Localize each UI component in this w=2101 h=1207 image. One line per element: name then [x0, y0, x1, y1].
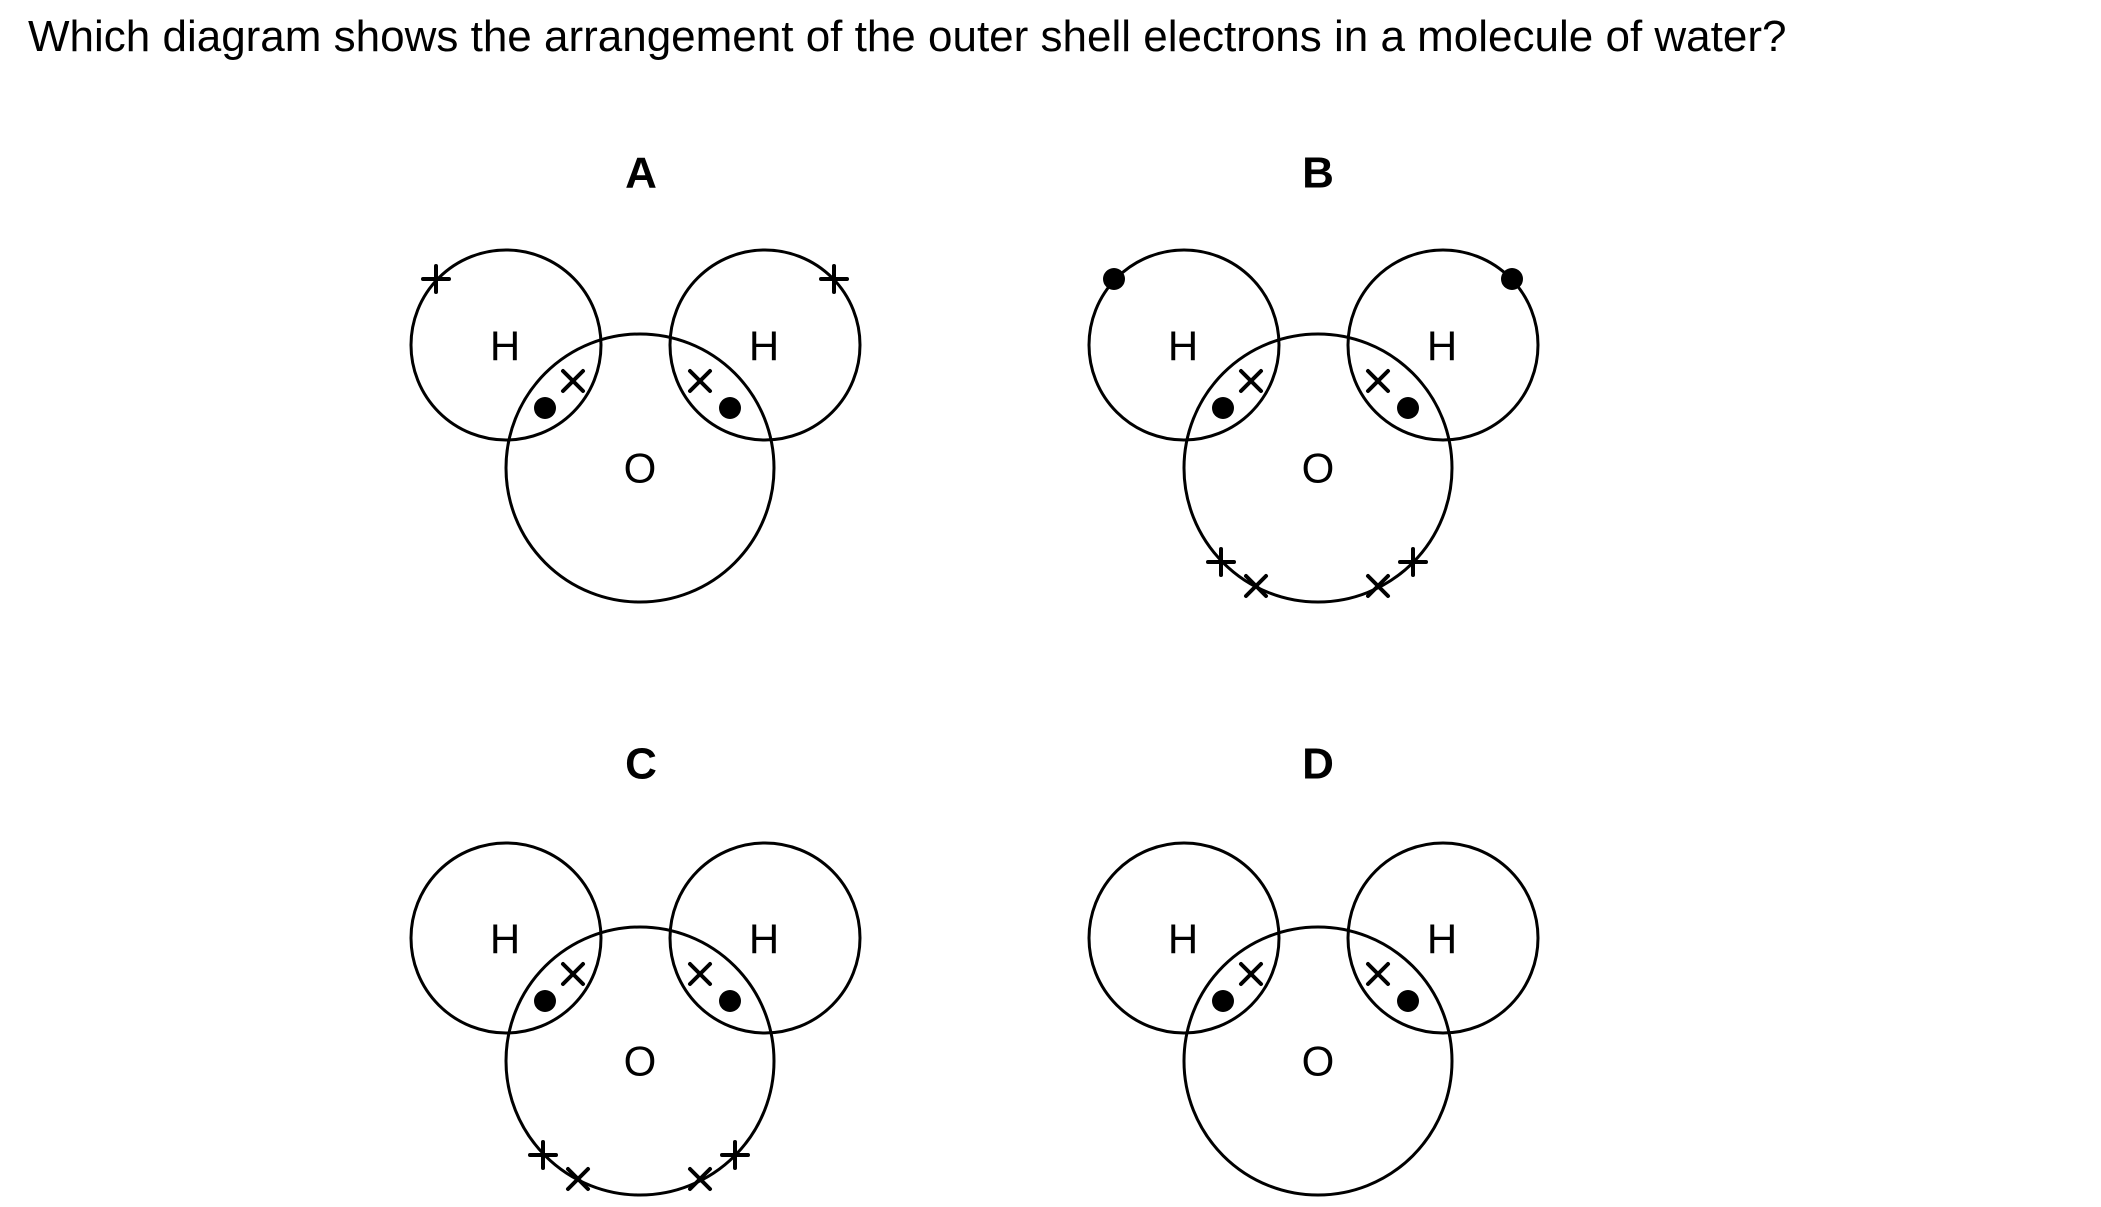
diagram-option-a: A H H O: [409, 149, 862, 604]
bonding-electron-cross: [1366, 962, 1390, 986]
hydrogen-shell-left: [1087, 248, 1281, 442]
bonding-electron-cross: [688, 369, 712, 393]
hydrogen-label-left: H: [490, 916, 520, 963]
question-text: Which diagram shows the arrangement of t…: [28, 12, 1787, 61]
bonding-electron-dot: [719, 990, 741, 1012]
hydrogen-label-right: H: [749, 323, 779, 370]
hydrogen-shell-left: [409, 248, 603, 442]
hydrogen-label-left: H: [1168, 323, 1198, 370]
bonding-electron-dot: [1397, 397, 1419, 419]
hydrogen-shell-left: [409, 841, 603, 1035]
option-label: C: [625, 740, 657, 789]
diagram-option-d: D H H O: [1087, 740, 1540, 1197]
bonding-electron-cross: [1366, 369, 1390, 393]
oxygen-shell: [1182, 332, 1454, 604]
hydrogen-label-right: H: [1427, 323, 1457, 370]
hydrogen-outer-electron: [1501, 268, 1523, 290]
oxygen-shell: [504, 332, 776, 604]
bonding-electron-cross: [1239, 369, 1263, 393]
oxygen-label: O: [624, 1038, 657, 1085]
hydrogen-label-left: H: [490, 323, 520, 370]
hydrogen-label-left: H: [1168, 916, 1198, 963]
oxygen-shell: [1182, 925, 1454, 1197]
lone-pair-electron: [566, 1167, 590, 1191]
option-label: A: [625, 149, 657, 198]
bonding-electron-dot: [534, 397, 556, 419]
lone-pair-electron: [688, 1167, 712, 1191]
bonding-electron-dot: [534, 990, 556, 1012]
hydrogen-shell-right: [1346, 248, 1540, 442]
bonding-electron-dot: [1212, 990, 1234, 1012]
bonding-electron-cross: [561, 369, 585, 393]
diagram-option-b: B H H O: [1087, 149, 1540, 604]
bonding-electron-cross: [688, 962, 712, 986]
oxygen-shell: [504, 925, 776, 1197]
option-label: D: [1302, 740, 1334, 789]
bonding-electron-dot: [719, 397, 741, 419]
hydrogen-shell-right: [1346, 841, 1540, 1035]
diagram-option-c: C H H O: [409, 740, 862, 1197]
hydrogen-label-right: H: [749, 916, 779, 963]
option-label: B: [1302, 149, 1334, 198]
lone-pair-electron: [1244, 574, 1268, 598]
bonding-electron-dot: [1212, 397, 1234, 419]
hydrogen-shell-left: [1087, 841, 1281, 1035]
oxygen-label: O: [1302, 445, 1335, 492]
bonding-electron-cross: [1239, 962, 1263, 986]
bonding-electron-cross: [561, 962, 585, 986]
hydrogen-label-right: H: [1427, 916, 1457, 963]
bonding-electron-dot: [1397, 990, 1419, 1012]
hydrogen-shell-right: [668, 248, 862, 442]
hydrogen-outer-electron: [1103, 268, 1125, 290]
hydrogen-shell-right: [668, 841, 862, 1035]
oxygen-label: O: [1302, 1038, 1335, 1085]
oxygen-label: O: [624, 445, 657, 492]
lone-pair-electron: [1366, 574, 1390, 598]
